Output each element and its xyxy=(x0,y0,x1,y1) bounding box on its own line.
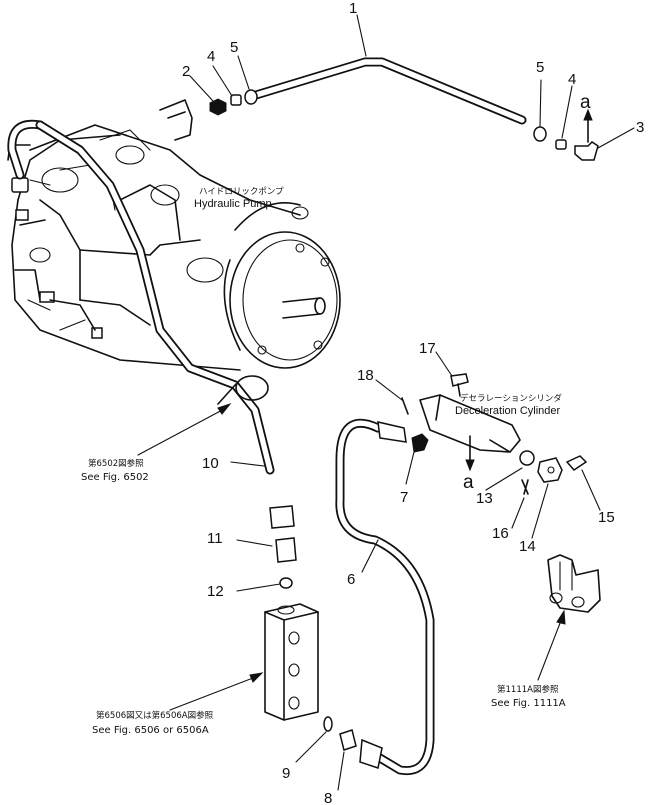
connection-a-bottom: a xyxy=(463,472,474,493)
callout-5-right: 5 xyxy=(536,59,544,76)
ref-1111a-jp: 第1111A図参照 xyxy=(497,684,559,695)
hydraulic-pump-label: Hydraulic Pump xyxy=(194,198,272,210)
callout-2: 2 xyxy=(182,63,190,80)
hose-6 xyxy=(335,418,435,776)
deceleration-cylinder xyxy=(401,373,588,495)
callout-8: 8 xyxy=(324,790,332,805)
ref-1111a-label: See Fig. 1111A xyxy=(491,698,566,709)
callout-13: 13 xyxy=(476,490,493,507)
decel-cylinder-label-jp: デセラレーションシリンダ xyxy=(460,393,562,404)
ref-6502-label: See Fig. 6502 xyxy=(81,472,149,483)
hydraulic-pump-label-jp: ハイドロリックポンプ xyxy=(199,187,284,197)
leader-lines xyxy=(137,14,635,791)
callout-16: 16 xyxy=(492,525,509,542)
ref-6506-label: See Fig. 6506 or 6506A xyxy=(92,725,209,736)
callout-18: 18 xyxy=(357,367,374,384)
callout-12: 12 xyxy=(207,583,224,600)
tube-assembly-1 xyxy=(209,57,599,161)
callout-4-left: 4 xyxy=(207,48,215,65)
callout-5-left: 5 xyxy=(230,39,238,56)
valve-block xyxy=(264,505,357,751)
callout-3: 3 xyxy=(636,119,644,136)
callout-1: 1 xyxy=(349,0,357,17)
callout-6: 6 xyxy=(347,571,355,588)
callout-15: 15 xyxy=(598,509,615,526)
labels: a a ハイドロリックポンプ Hydraulic Pump デセラレーションシリ… xyxy=(81,92,591,736)
callout-11: 11 xyxy=(207,530,223,547)
bracket-1111a xyxy=(547,554,601,613)
callout-17: 17 xyxy=(419,340,436,357)
callout-7: 7 xyxy=(400,489,408,506)
callout-4-right: 4 xyxy=(568,71,576,88)
connection-a-top: a xyxy=(580,92,591,113)
decel-cylinder-label: Deceleration Cylinder xyxy=(455,405,560,417)
callout-10: 10 xyxy=(202,455,219,472)
pump-pipe xyxy=(7,119,275,475)
callout-numbers: 1 2 4 5 5 4 3 10 11 12 17 18 7 13 15 16 … xyxy=(182,0,644,805)
ref-6502-jp: 第6502図参照 xyxy=(88,458,144,469)
ref-6506-jp: 第6506図又は第6506A図参照 xyxy=(96,710,214,721)
callout-9: 9 xyxy=(282,765,290,782)
callout-14: 14 xyxy=(519,538,536,555)
